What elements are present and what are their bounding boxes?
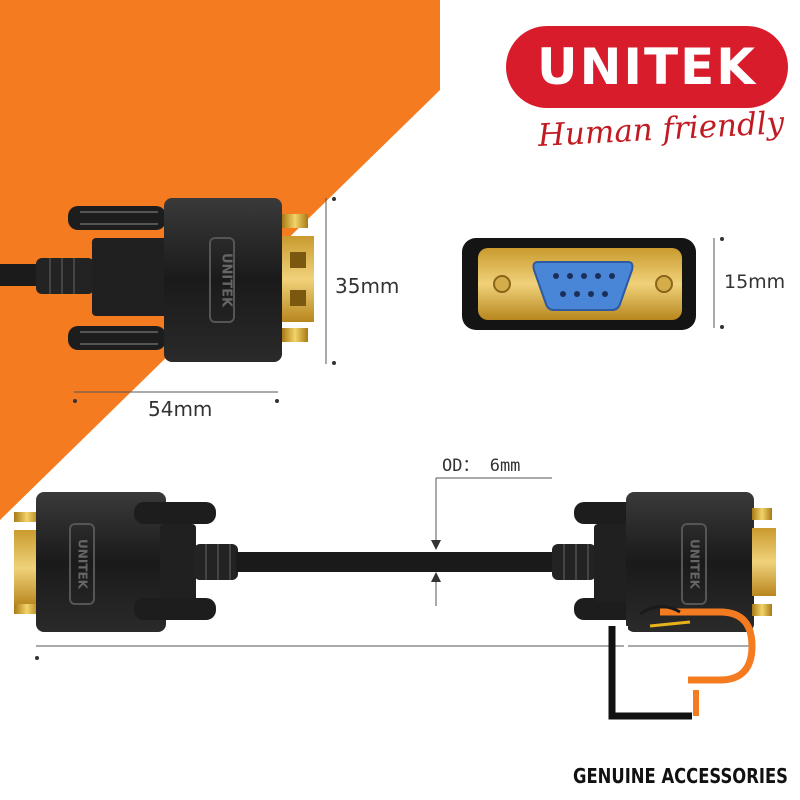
left-gold-shell — [14, 530, 40, 606]
logo-text: UNITEK — [536, 38, 758, 96]
metal-shell — [282, 236, 314, 322]
thumb-screw-top — [68, 206, 166, 230]
connector-body — [164, 198, 282, 362]
left-thumb-screw-bottom — [134, 598, 216, 620]
female-port-face-view — [462, 238, 696, 330]
strain-relief — [36, 258, 94, 294]
port-screw-right — [655, 275, 673, 293]
left-connector-body — [36, 492, 166, 632]
cable — [236, 552, 556, 572]
right-connector-brand-mark: UNITEK — [688, 539, 702, 590]
right-strain-relief — [552, 544, 596, 580]
gold-post-top — [282, 214, 308, 228]
thumb-screw-bottom — [68, 326, 166, 350]
left-strain-relief — [194, 544, 238, 580]
full-cable-view: UNITEK UNITEK — [14, 492, 776, 632]
db9-port — [532, 261, 634, 311]
port-dimension-label: 15mm — [724, 271, 785, 293]
unitek-logo: UNITEK — [506, 26, 788, 108]
lp-logo-icon — [608, 605, 756, 720]
left-connector-brand-mark: UNITEK — [76, 539, 90, 590]
dimension-height — [325, 197, 336, 365]
right-connector-body — [626, 492, 754, 632]
od-dimension-label: OD： 6mm — [442, 456, 520, 476]
port-screw-left — [493, 275, 511, 293]
male-connector-side-view: UNITEK — [0, 198, 314, 362]
genuine-accessories-label: GENUINE ACCESSORIES — [573, 764, 788, 788]
height-dimension-label: 35mm — [335, 274, 399, 298]
right-gold-shell — [752, 528, 776, 596]
od-dimension-marker — [431, 477, 552, 606]
dimension-length — [73, 391, 279, 403]
dimension-port — [713, 237, 724, 329]
length-dimension-label: 54mm — [148, 397, 212, 421]
cable-length-dimension — [35, 645, 753, 660]
connector-brand-mark: UNITEK — [219, 253, 234, 308]
left-thumb-screw-top — [134, 502, 216, 524]
rear-housing — [92, 238, 172, 316]
gold-post-bottom — [282, 328, 308, 342]
cable-stub — [0, 264, 44, 286]
